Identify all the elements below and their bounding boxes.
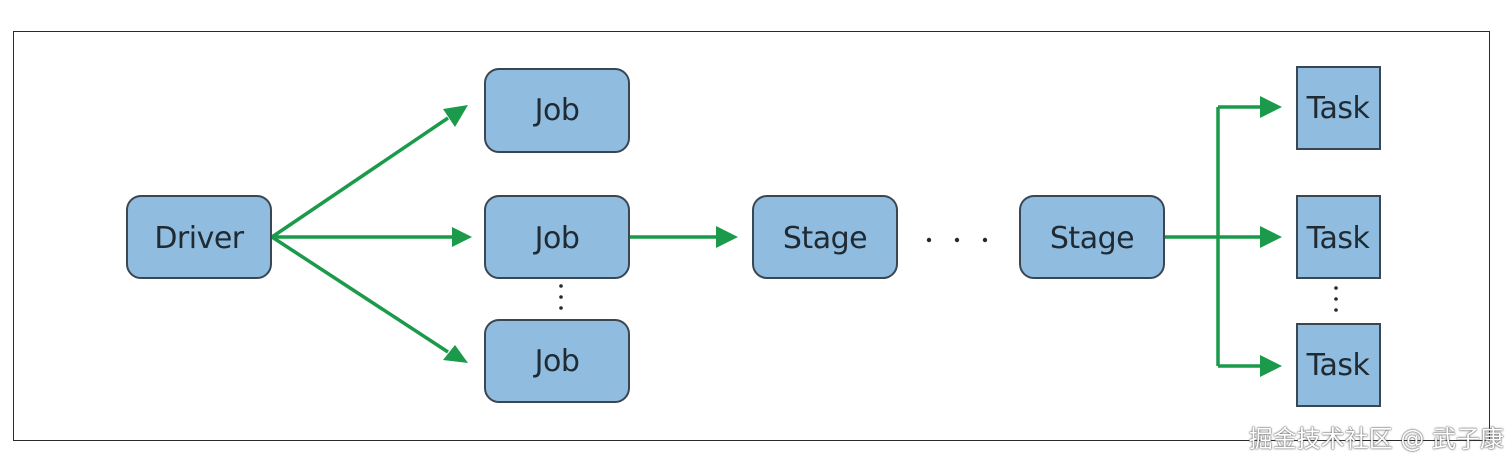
arrowhead-task-2 xyxy=(1260,226,1282,248)
node-task-3: Task xyxy=(1296,323,1381,407)
node-job-2-label: Job xyxy=(533,221,580,256)
node-stage-2: Stage xyxy=(1019,195,1165,279)
arrowhead-task-3 xyxy=(1260,355,1282,377)
watermark-text: 掘金技术社区 @ 武子康 xyxy=(1248,425,1504,453)
node-task-2-label: Task xyxy=(1306,221,1371,256)
node-job-1: Job xyxy=(484,68,630,153)
arrowheads xyxy=(443,96,1282,377)
node-job-1-label: Job xyxy=(533,93,580,128)
arrow-driver-job-3 xyxy=(271,235,449,354)
arrow-driver-job-1 xyxy=(271,116,449,239)
node-task-1-label: Task xyxy=(1306,91,1371,126)
ellipsis-dots xyxy=(559,237,1338,312)
node-job-2: Job xyxy=(484,195,630,279)
node-stage-2-label: Stage xyxy=(1050,221,1134,256)
horizontal-dots-stages xyxy=(926,237,988,243)
node-job-3-label: Job xyxy=(533,344,580,379)
connectors xyxy=(271,105,1262,368)
arrowhead-task-1 xyxy=(1260,96,1282,118)
node-task-1: Task xyxy=(1296,66,1381,150)
arrowhead-job-3 xyxy=(443,345,468,363)
vertical-dots-jobs xyxy=(559,284,563,310)
node-stage-1-label: Stage xyxy=(783,221,867,256)
node-job-3: Job xyxy=(484,319,630,403)
arrowhead-job-2 xyxy=(452,227,472,247)
node-driver-label: Driver xyxy=(154,221,244,256)
node-task-2: Task xyxy=(1296,195,1381,279)
arrowhead-stage xyxy=(716,226,738,248)
vertical-dots-tasks xyxy=(1334,286,1338,312)
arrowhead-job-1 xyxy=(443,105,468,127)
node-task-3-label: Task xyxy=(1306,348,1371,383)
node-driver: Driver xyxy=(126,195,272,279)
node-stage-1: Stage xyxy=(752,195,898,279)
